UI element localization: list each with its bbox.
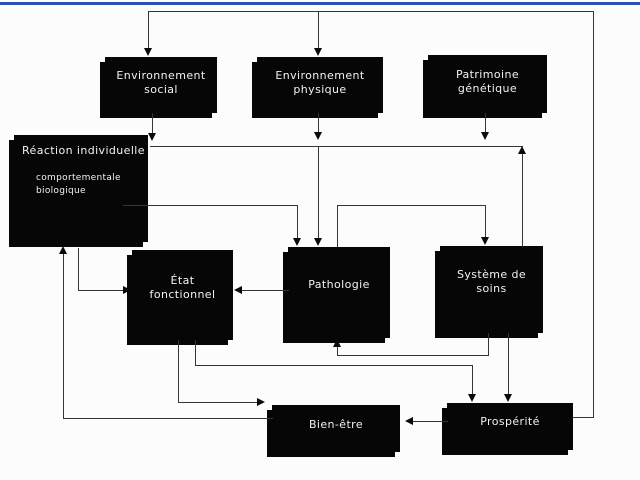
arrowhead-left-icon — [234, 286, 242, 294]
connector-line — [241, 290, 289, 291]
node-label: Patrimoine — [455, 68, 519, 81]
arrowhead-left-icon — [405, 417, 413, 425]
connector-line — [195, 340, 196, 366]
node-label: génétique — [457, 82, 518, 95]
arrowhead-down-icon — [148, 133, 156, 141]
node-label: Bien-être — [308, 418, 364, 431]
node-sublabel: biologique — [36, 186, 86, 196]
arrowhead-up-icon — [59, 246, 67, 254]
arrowhead-right-icon — [123, 286, 131, 294]
connector-line — [152, 113, 153, 134]
arrowhead-down-icon — [468, 394, 476, 402]
connector-line — [78, 248, 79, 291]
node-label: soins — [476, 282, 507, 295]
arrowhead-down-icon — [293, 238, 301, 246]
connector-line — [78, 290, 124, 291]
node-label: État — [170, 274, 195, 287]
node-label: fonctionnel — [149, 288, 216, 301]
node-sublabel: comportementale — [36, 173, 121, 183]
arrowhead-up-icon — [518, 146, 526, 154]
node-label: Pathologie — [308, 278, 370, 291]
connector-line — [472, 365, 473, 395]
arrowhead-down-icon — [314, 238, 322, 246]
slide-top-border — [0, 2, 640, 5]
connector-line — [337, 355, 489, 356]
connector-line — [488, 333, 489, 356]
connector-line — [318, 11, 319, 50]
connector-line — [63, 418, 273, 419]
node-label: physique — [293, 83, 347, 96]
arrowhead-down-icon — [481, 132, 489, 140]
node-bien-etre: Bien-être — [272, 405, 400, 452]
node-reaction-individuelle: Réaction individuelle comportementale biol… — [14, 135, 148, 242]
connector-line — [63, 253, 64, 419]
connector-line — [573, 417, 594, 418]
node-sublabels: comportementale biologique — [36, 172, 148, 198]
arrowhead-right-icon — [257, 398, 265, 406]
arrowhead-down-icon — [481, 237, 489, 245]
connector-line — [337, 205, 486, 206]
connector-line — [148, 11, 594, 12]
connector-line — [485, 113, 486, 133]
connector-line — [485, 205, 486, 238]
connector-line — [195, 365, 473, 366]
arrowhead-down-icon — [314, 48, 322, 56]
connector-line — [297, 205, 298, 239]
connector-line — [150, 146, 523, 147]
arrowhead-down-icon — [144, 48, 152, 56]
arrowhead-down-icon — [314, 132, 322, 140]
node-label: Environnement — [275, 69, 365, 82]
connector-line — [508, 333, 509, 395]
node-label: Réaction individuelle — [22, 144, 145, 157]
connector-line — [522, 154, 523, 247]
connector-line — [337, 346, 338, 356]
connector-line — [148, 11, 149, 50]
connector-line — [413, 421, 448, 422]
connector-line — [318, 146, 319, 239]
connector-line — [123, 205, 298, 206]
node-label: Prospérité — [480, 415, 540, 428]
connector-line — [337, 205, 338, 247]
node-label: Environnement — [116, 69, 206, 82]
connector-line — [593, 11, 594, 418]
connector-line — [178, 340, 179, 403]
connector-line — [178, 402, 258, 403]
arrowhead-down-icon — [504, 394, 512, 402]
node-prosperite: Prospérité — [447, 403, 573, 450]
arrowhead-up-icon — [333, 339, 341, 347]
connector-line — [318, 113, 319, 133]
node-pathologie: Pathologie — [288, 247, 390, 338]
node-label: social — [144, 83, 178, 96]
node-label: Système de — [456, 268, 527, 281]
